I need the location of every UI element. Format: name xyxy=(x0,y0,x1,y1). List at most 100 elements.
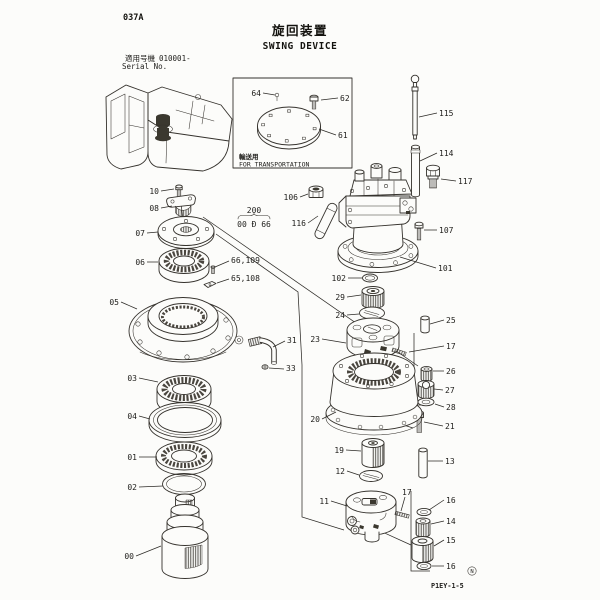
part-drawing-14-gear xyxy=(415,517,431,538)
part-drawing-05-housing xyxy=(128,297,244,363)
callout-12: 12 xyxy=(335,467,345,476)
leader-20 xyxy=(321,411,337,420)
leader-21 xyxy=(423,421,444,427)
callout-14: 14 xyxy=(446,517,456,526)
part-drawing-15-gear xyxy=(411,536,434,563)
callout-01: 01 xyxy=(127,453,137,462)
serial-value: 010001- xyxy=(159,54,191,63)
part-drawing-19-gear xyxy=(361,438,385,468)
callout-116: 116 xyxy=(292,219,307,228)
callout-02: 02 xyxy=(127,483,137,492)
callout-115: 115 xyxy=(439,109,454,118)
part-drawing-117-plug xyxy=(426,164,440,189)
leader-114 xyxy=(419,152,438,162)
callout-114: 114 xyxy=(439,149,454,158)
callout-25: 25 xyxy=(446,316,456,325)
part-drawing-65-108-clip xyxy=(203,281,217,288)
callout-64: 64 xyxy=(251,89,261,98)
part-drawing-107-bolt xyxy=(414,221,424,241)
leader-07 xyxy=(146,231,159,234)
callout-15: 15 xyxy=(446,536,456,545)
part-drawing-00-shaft xyxy=(161,493,209,579)
callout-16a: 16 xyxy=(446,496,456,505)
serial-label-jp: 適用号機 xyxy=(125,53,155,63)
screw-drawing-64 xyxy=(274,92,280,102)
leader-117 xyxy=(440,178,457,182)
part-drawing-03-bearing xyxy=(156,375,212,415)
swing-device-highlight xyxy=(153,114,173,142)
part-drawing-16b-washer xyxy=(416,561,432,571)
callout-101: 101 xyxy=(438,264,453,273)
part-drawing-102-oring xyxy=(362,273,378,283)
callout-31: 31 xyxy=(287,336,297,345)
callout-05: 05 xyxy=(109,298,119,307)
callout-17a: 17 xyxy=(446,342,456,351)
part-drawing-11-carrier xyxy=(345,490,397,543)
doc-code: 037A xyxy=(123,13,143,23)
part-drawing-01-seal xyxy=(155,441,213,476)
callout-102: 102 xyxy=(332,274,347,283)
group-ref-range: 00 Ð 66 xyxy=(237,220,271,229)
part-drawing-16a-washer xyxy=(416,507,432,517)
part-drawing-115-dipstick xyxy=(410,74,420,140)
part-drawing-23-carrier xyxy=(346,317,400,359)
leader-61 xyxy=(318,128,337,136)
leader-29 xyxy=(346,294,362,298)
callout-23: 23 xyxy=(310,335,320,344)
part-drawing-13-pin xyxy=(418,447,428,479)
revision-mark: N xyxy=(467,566,477,576)
callout-16b: 16 xyxy=(446,562,456,571)
part-drawing-106-plug xyxy=(308,185,324,198)
leader-62 xyxy=(320,97,339,101)
group-reference: 200 00 Ð 66 xyxy=(237,206,271,229)
part-drawing-17b-pin xyxy=(394,510,410,519)
leader-31 xyxy=(272,340,286,348)
part-drawing-27-roller xyxy=(417,380,435,399)
filler-cap-detail xyxy=(195,94,201,100)
callout-03: 03 xyxy=(127,374,137,383)
part-drawing-26-gear xyxy=(420,366,433,382)
leader-19 xyxy=(345,449,362,452)
part-drawing-29-gear xyxy=(361,286,385,309)
part-drawing-66-109-bolt xyxy=(210,265,216,274)
leader-116 xyxy=(307,215,319,224)
cover-plate-drawing-61 xyxy=(257,106,321,150)
transport-label-en: FOR TRANSPORTATION xyxy=(239,161,310,169)
part-drawing-04-ring xyxy=(148,402,222,443)
leader-17a xyxy=(408,345,445,353)
callout-07: 07 xyxy=(135,229,145,238)
group-ref-number: 200 xyxy=(247,206,262,215)
callout-117: 117 xyxy=(458,177,473,186)
callout-106: 106 xyxy=(284,193,299,202)
leader-33 xyxy=(268,367,285,370)
transport-label-jp: 輸送用 xyxy=(239,152,259,161)
leader-17b xyxy=(400,496,406,512)
callout-29: 29 xyxy=(335,293,345,302)
revision-mark-letter: N xyxy=(470,569,473,575)
leader-23 xyxy=(321,338,347,344)
callout-21: 21 xyxy=(445,422,455,431)
transport-inset-box: 64 62 61 輸送用 FOR TRANSPORTATION xyxy=(232,77,353,169)
part-drawing-28-washer xyxy=(417,397,435,407)
callout-00: 00 xyxy=(124,552,134,561)
callout-19: 19 xyxy=(334,446,344,455)
leader-64 xyxy=(262,92,276,96)
part-drawing-33-nut xyxy=(261,364,269,370)
part-drawing-12-plate xyxy=(359,470,383,482)
part-drawing-114-tube xyxy=(410,144,421,198)
leader-24 xyxy=(346,313,360,316)
callout-20: 20 xyxy=(310,415,320,424)
part-drawing-25-pin xyxy=(420,315,430,334)
callout-61: 61 xyxy=(338,131,348,140)
part-drawing-08-plate xyxy=(166,194,196,217)
leader-66-109 xyxy=(214,260,230,268)
callout-28: 28 xyxy=(446,403,456,412)
part-drawing-06-bearing xyxy=(158,248,210,283)
part-drawing-07-cover xyxy=(157,216,215,249)
serial-label-en: Serial No. xyxy=(122,62,167,71)
leader-08 xyxy=(160,205,173,209)
leader-65-108 xyxy=(216,278,230,284)
page-title-en: SWING DEVICE xyxy=(263,41,338,52)
